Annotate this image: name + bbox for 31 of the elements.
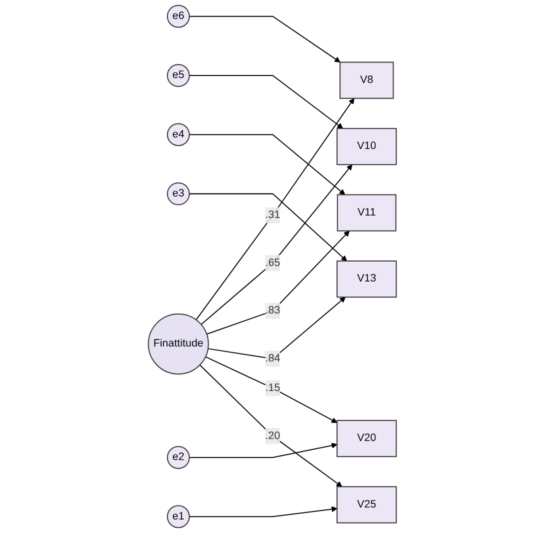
edge-label: .83 — [265, 304, 280, 316]
node-circle: e3 — [167, 182, 190, 206]
arrow — [200, 364, 342, 487]
edge-label: .84 — [265, 352, 280, 364]
arrow — [190, 193, 348, 262]
arrow — [208, 296, 346, 360]
node-box: V8 — [340, 62, 394, 99]
arrow — [190, 506, 338, 518]
node-box: V10 — [336, 128, 397, 166]
node-circle: e1 — [167, 505, 190, 528]
node-circle: e5 — [167, 64, 190, 87]
edge-label: .31 — [265, 209, 280, 221]
edge-label: .15 — [265, 382, 280, 394]
node-circle: e4 — [167, 123, 190, 146]
node-circle: e2 — [167, 446, 190, 469]
node-box: V20 — [336, 420, 397, 458]
node-box: V25 — [336, 486, 397, 524]
edge-label: .65 — [265, 257, 280, 268]
arrow — [201, 164, 353, 325]
node-circle: e6 — [167, 4, 190, 28]
node-box: V13 — [336, 260, 397, 298]
arrow — [206, 230, 350, 335]
node-box: V11 — [337, 194, 397, 232]
arrow — [190, 16, 341, 62]
arrow — [190, 134, 346, 195]
node-circle: Finattitude — [148, 314, 210, 375]
arrow — [190, 74, 344, 129]
arrow — [190, 442, 338, 458]
edge-label: .20 — [265, 430, 280, 442]
arrow — [196, 98, 355, 320]
arrow — [206, 356, 338, 423]
